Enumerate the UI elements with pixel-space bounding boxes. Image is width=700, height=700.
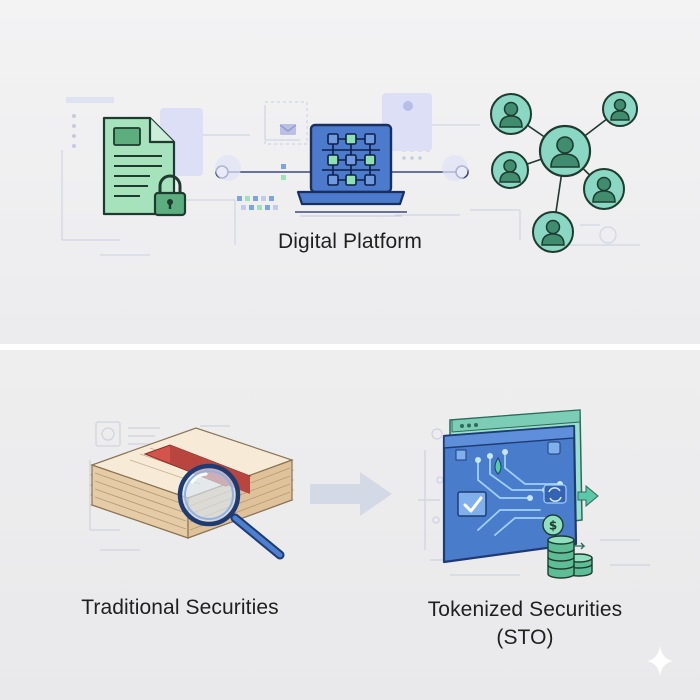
arrow-right-icon (310, 472, 392, 516)
sync-icon (543, 484, 567, 504)
lavender-card-right (382, 93, 432, 151)
person-icon (490, 93, 532, 135)
svg-text:$: $ (549, 519, 557, 533)
pixel-squares (237, 164, 286, 210)
token-screen-icon (442, 409, 599, 564)
coin-stack-icon: $ (542, 514, 593, 579)
mail-icon (279, 124, 297, 135)
platform-diagram (61, 91, 640, 256)
magnifier-icon (177, 463, 285, 560)
padlock-icon (153, 174, 187, 217)
laptop-icon (295, 123, 407, 217)
check-icon (457, 491, 487, 517)
securities-diagram: $ (89, 409, 673, 676)
securities-comparison-panel: $ Traditional Securities Tokenized Secur… (0, 350, 700, 700)
digital-platform-label: Digital Platform (278, 230, 422, 253)
background-circuit-right (418, 428, 650, 576)
person-icon (602, 91, 638, 127)
tokenized-label-line1: Tokenized Securities (427, 598, 623, 621)
lavender-dot (403, 101, 413, 111)
person-icon (583, 168, 625, 210)
sparkle-icon (647, 646, 673, 676)
traditional-securities-label: Traditional Securities (81, 596, 279, 619)
person-icon (532, 211, 574, 253)
background-circuit (61, 97, 640, 256)
person-icon (491, 151, 529, 189)
flame-icon (494, 457, 502, 475)
background-circuit-left (89, 421, 230, 551)
tokenized-label-line2: (STO) (496, 626, 554, 649)
person-icon (538, 124, 592, 178)
tokenized-securities-label: Tokenized Securities (STO) (400, 596, 650, 652)
digital-platform-panel: Digital Platform (0, 0, 700, 344)
